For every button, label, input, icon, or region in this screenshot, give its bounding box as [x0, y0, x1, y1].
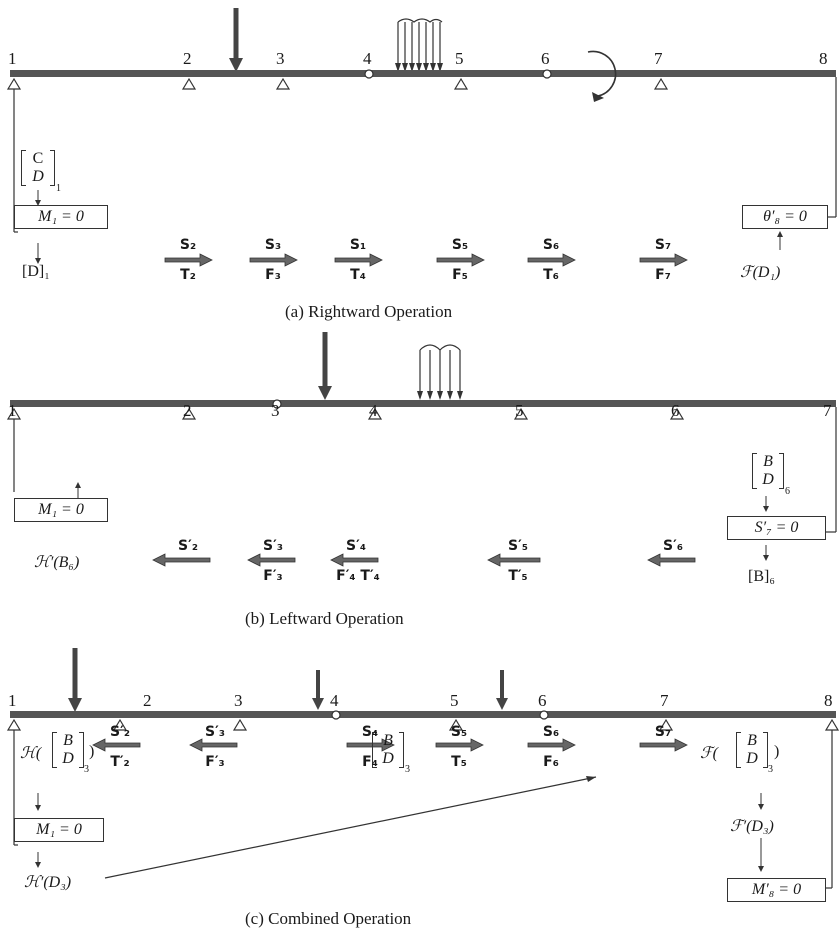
node-label: 4 [369, 401, 378, 420]
transfer-top: S₄ [361, 724, 379, 740]
node-label: 8 [819, 49, 828, 68]
node-label: 5 [455, 49, 464, 68]
matrix-entry: B [747, 732, 757, 749]
result-d1: [D]₁ [22, 263, 50, 280]
function-f-open: ℱ( [700, 745, 718, 762]
boundary-box-m1: M₁ = 0 [14, 205, 108, 229]
transfer-top: S′₆ [663, 538, 683, 554]
caption-b: (b) Leftward Operation [245, 609, 404, 628]
node-label: 2 [183, 401, 192, 420]
node-label: 3 [271, 401, 280, 420]
result-b6: [B]₆ [748, 568, 775, 585]
node-label: 2 [183, 49, 192, 68]
transfer-top: S′₂ [178, 538, 198, 554]
transfer-top: S₇ [654, 237, 672, 253]
transfer-bottom: T₄ [350, 267, 366, 283]
node-label: 8 [824, 691, 833, 710]
matrix-entry: D [746, 750, 758, 767]
panel-combined: 1 2 3 4 5 6 7 8 ℋ( B D 3 ) M₁ = 0 ℋ′(D₃)… [0, 640, 840, 937]
transfer-bottom: F′₃ [205, 754, 225, 770]
matrix-bd: B D [752, 453, 784, 489]
panel-leftward: 1 2 3 4 5 6 7 M₁ = 0 ℋ′(B₆) B D 6 S′₇ = … [0, 320, 840, 640]
transfer-top: S₆ [542, 237, 560, 253]
node-label: 4 [363, 49, 372, 68]
transfer-bottom: F₇ [655, 267, 671, 283]
boundary-box-m8: M′₈ = 0 [727, 878, 826, 902]
transfer-bottom: T′₅ [508, 568, 528, 584]
transfer-bottom: F₆ [543, 754, 559, 770]
node-label: 6 [538, 691, 547, 710]
node-label: 1 [8, 691, 17, 710]
transfer-top: S₆ [542, 724, 560, 740]
transfer-top: S′₅ [508, 538, 528, 554]
matrix-bd-left: B D [52, 732, 84, 768]
node-label: 5 [450, 691, 459, 710]
node-label: 7 [660, 691, 669, 710]
transfer-top: S₅ [451, 237, 469, 253]
transfer-top: S₃ [264, 237, 282, 253]
node-label: 6 [671, 401, 680, 420]
transfer-bottom: F′₄ T′₄ [336, 568, 380, 584]
caption-c: (c) Combined Operation [245, 909, 412, 928]
matrix-subscript: 3 [768, 764, 773, 775]
node-label: 3 [276, 49, 285, 68]
function-f-d3: ℱ′(D₃) [730, 818, 774, 835]
transfer-top: S₅ [450, 724, 468, 740]
transfer-bottom: F′₃ [263, 568, 283, 584]
caption-a: (a) Rightward Operation [285, 302, 453, 321]
matrix-entry: C [32, 150, 44, 167]
transfer-top: S₁ [349, 237, 367, 253]
boundary-box-s7: S′₇ = 0 [727, 516, 826, 540]
transfer-bottom: T₂ [180, 267, 196, 283]
matrix-bd-right: B D [736, 732, 768, 768]
matrix-subscript: 3 [84, 764, 89, 775]
node-label: 7 [823, 401, 832, 420]
matrix-entry: D [382, 750, 394, 767]
transfer-bottom: F₅ [452, 267, 468, 283]
node-label: 1 [8, 401, 17, 420]
matrix-entry: D [62, 750, 74, 767]
paren-close: ) [774, 743, 780, 760]
matrix-cd: C D [21, 150, 55, 186]
matrix-entry: B [63, 732, 73, 749]
paren-close: ) [89, 743, 95, 760]
transfer-bottom: T₆ [543, 267, 559, 283]
beam-diagram-b [6, 332, 837, 567]
panel-rightward: 1 2 3 4 5 6 7 8 C D 1 M₁ = 0 [D]₁ θ′₈ = … [0, 0, 840, 320]
beam-diagram-a [6, 8, 837, 267]
node-label: 6 [541, 49, 550, 68]
node-label: 1 [8, 49, 17, 68]
transfer-bottom: F₄ [362, 754, 378, 770]
node-label: 7 [654, 49, 663, 68]
matrix-entry: D [762, 471, 774, 488]
node-label: 2 [143, 691, 152, 710]
beam-diagram-c [6, 648, 840, 889]
function-h-d3: ℋ′(D₃) [24, 874, 72, 891]
matrix-entry: B [383, 732, 393, 749]
node-label: 5 [515, 401, 524, 420]
node-label: 4 [330, 691, 339, 710]
function-f-d1: ℱ(D₁) [740, 264, 781, 281]
matrix-bd-mid: B D [372, 732, 404, 768]
node-label: 3 [234, 691, 243, 710]
function-h-open: ℋ( [20, 745, 42, 762]
matrix-entry: B [763, 453, 773, 470]
transfer-bottom: F₃ [265, 267, 281, 283]
matrix-subscript: 6 [785, 486, 790, 497]
matrix-subscript: 3 [405, 764, 410, 775]
transfer-top: S′₂ [110, 724, 130, 740]
function-h-b6: ℋ′(B₆) [34, 554, 80, 571]
transfer-top: S₂ [179, 237, 197, 253]
transfer-bottom: T′₂ [110, 754, 130, 770]
transfer-bottom: T₅ [451, 754, 467, 770]
matrix-subscript: 1 [56, 183, 61, 194]
transfer-top: S′₄ [346, 538, 366, 554]
boundary-box-m1: M₁ = 0 [14, 818, 104, 842]
transfer-top: S₇ [654, 724, 672, 740]
transfer-top: S′₃ [263, 538, 283, 554]
boundary-box-theta8: θ′₈ = 0 [742, 205, 828, 229]
transfer-top: S′₃ [205, 724, 225, 740]
boundary-box-m1: M₁ = 0 [14, 498, 108, 522]
matrix-entry: D [32, 168, 44, 185]
